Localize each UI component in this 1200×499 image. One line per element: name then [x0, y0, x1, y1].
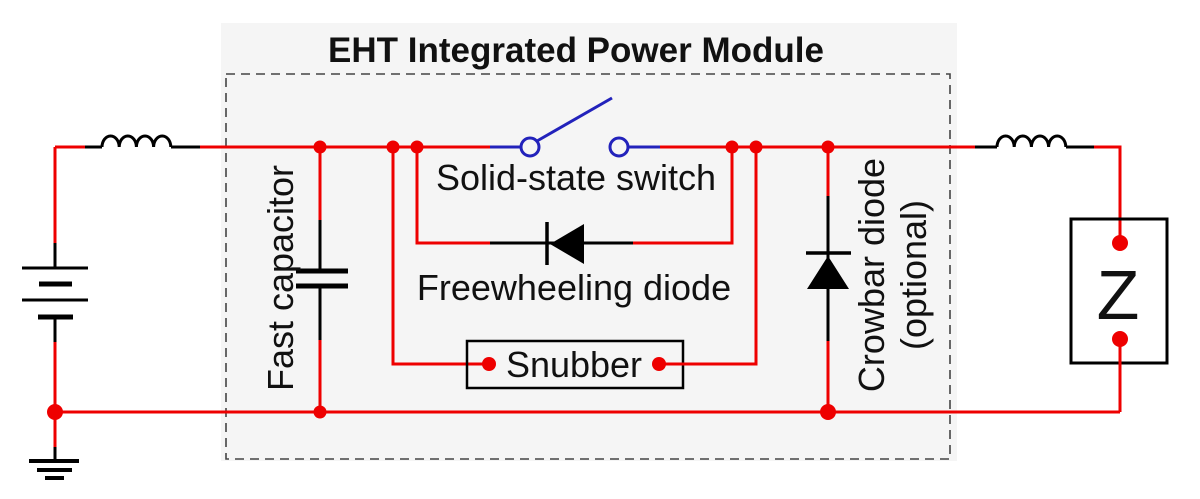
ground-symbol [29, 412, 79, 480]
crowbar-triangle [807, 256, 849, 289]
snubber-terminal-left [482, 357, 496, 371]
output-inductor [975, 134, 1094, 149]
load-label: Z [1097, 256, 1140, 334]
inductor-coil-right [995, 134, 1068, 148]
junction-top-snubber-left [386, 140, 400, 154]
junction-top-diode-left [410, 140, 424, 154]
load: Z [1069, 145, 1169, 412]
input-inductor [55, 134, 490, 149]
switch-lever [536, 96, 613, 143]
load-terminal-top [1112, 235, 1128, 251]
solid-state-switch: Solid-state switch [436, 96, 716, 198]
snubber-label: Snubber [506, 344, 642, 385]
freewheeling-diode-label: Freewheeling diode [417, 267, 731, 308]
junction-top-diode-right [725, 140, 739, 154]
freewheeling-diode: Freewheeling diode [415, 147, 734, 308]
module-title: EHT Integrated Power Module [328, 31, 824, 70]
snubber: Snubber [391, 147, 758, 390]
diode-triangle [550, 224, 584, 264]
voltage-source [22, 147, 88, 412]
module-dashed-border [225, 73, 951, 460]
junction-top-capacitor [313, 140, 327, 154]
junction-top-crowbar [821, 140, 835, 154]
junction-dots [47, 140, 836, 420]
crowbar-diode-label-line1: Crowbar diode [851, 158, 892, 392]
junction-bottom-ground [47, 404, 63, 420]
switch-label: Solid-state switch [436, 157, 716, 198]
junction-top-snubber-right [749, 140, 763, 154]
junction-bottom-crowbar [820, 404, 836, 420]
switch-contact-left [519, 136, 541, 158]
junction-bottom-capacitor [313, 405, 327, 419]
fast-capacitor: Fast capacitor [260, 147, 348, 412]
inductor-coil-left [100, 134, 173, 148]
fast-capacitor-label: Fast capacitor [260, 165, 301, 391]
crowbar-diode-label-line2: (optional) [893, 200, 934, 350]
crowbar-diode: Crowbar diode (optional) [806, 147, 934, 412]
